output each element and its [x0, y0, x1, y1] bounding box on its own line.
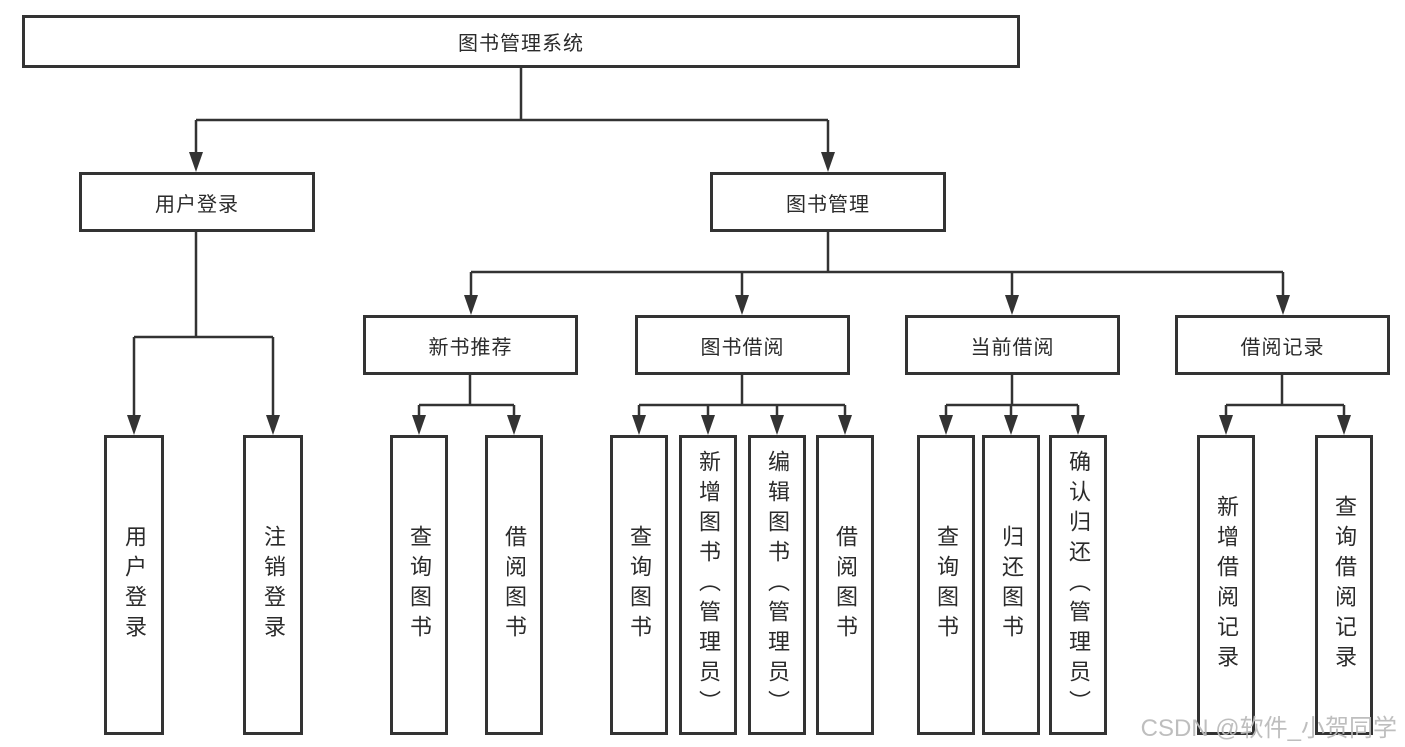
node-borrow-records: 借阅记录	[1175, 315, 1390, 375]
node-book-borrow-label: 图书借阅	[700, 336, 785, 359]
node-book-management: 图书管理	[710, 172, 946, 232]
node-new-book-recommend-label: 新书推荐	[428, 336, 513, 359]
node-root: 图书管理系统	[22, 15, 1020, 68]
csdn-watermark: CSDN @软件_小贺同学	[1140, 715, 1397, 742]
leaf-borrow-books: 借阅图书	[816, 435, 874, 735]
node-user-login: 用户登录	[79, 172, 315, 232]
node-user-login-label: 用户登录	[155, 193, 239, 216]
leaf-logout-label: 注销登录	[261, 525, 286, 645]
leaf-add-borrow-record-label: 新增借阅记录	[1214, 495, 1239, 675]
connector-user-login-children	[127, 232, 280, 435]
leaf-confirm-return-admin: 确认归还（管理员）	[1049, 435, 1107, 735]
leaf-recommend-borrow-books-label: 借阅图书	[502, 525, 527, 645]
node-current-borrow: 当前借阅	[905, 315, 1120, 375]
leaf-current-query-books-label: 查询图书	[934, 525, 959, 645]
node-new-book-recommend: 新书推荐	[363, 315, 578, 375]
leaf-query-borrow-record-label: 查询借阅记录	[1332, 495, 1357, 675]
node-book-management-label: 图书管理	[786, 193, 870, 216]
leaf-recommend-query-books-label: 查询图书	[407, 525, 432, 645]
leaf-return-books: 归还图书	[982, 435, 1040, 735]
leaf-borrow-books-label: 借阅图书	[833, 525, 858, 645]
leaf-borrow-query-books-label: 查询图书	[627, 525, 652, 645]
leaf-logout: 注销登录	[243, 435, 303, 735]
leaf-user-login-label: 用户登录	[122, 525, 147, 645]
leaf-add-borrow-record: 新增借阅记录	[1197, 435, 1255, 735]
node-borrow-records-label: 借阅记录	[1240, 336, 1325, 359]
leaf-return-books-label: 归还图书	[999, 525, 1024, 645]
connector-book-management-to-level3	[464, 232, 1290, 315]
connector-borrow-records-children	[1219, 375, 1351, 435]
leaf-edit-books-admin-label: 编辑图书（管理员）	[765, 450, 790, 720]
leaf-add-books-admin-label: 新增图书（管理员）	[696, 450, 721, 720]
leaf-recommend-query-books: 查询图书	[390, 435, 448, 735]
leaf-confirm-return-admin-label: 确认归还（管理员）	[1066, 450, 1091, 720]
connector-root-to-level2	[189, 68, 835, 172]
leaf-query-borrow-record: 查询借阅记录	[1315, 435, 1373, 735]
node-root-label: 图书管理系统	[458, 33, 584, 55]
leaf-add-books-admin: 新增图书（管理员）	[679, 435, 737, 735]
connector-new-book-children	[412, 375, 521, 435]
leaf-edit-books-admin: 编辑图书（管理员）	[748, 435, 806, 735]
leaf-recommend-borrow-books: 借阅图书	[485, 435, 543, 735]
leaf-current-query-books: 查询图书	[917, 435, 975, 735]
connector-current-borrow-children	[939, 375, 1085, 435]
leaf-borrow-query-books: 查询图书	[610, 435, 668, 735]
node-book-borrow: 图书借阅	[635, 315, 850, 375]
connector-book-borrow-children	[632, 375, 852, 435]
leaf-user-login: 用户登录	[104, 435, 164, 735]
node-current-borrow-label: 当前借阅	[970, 336, 1055, 359]
